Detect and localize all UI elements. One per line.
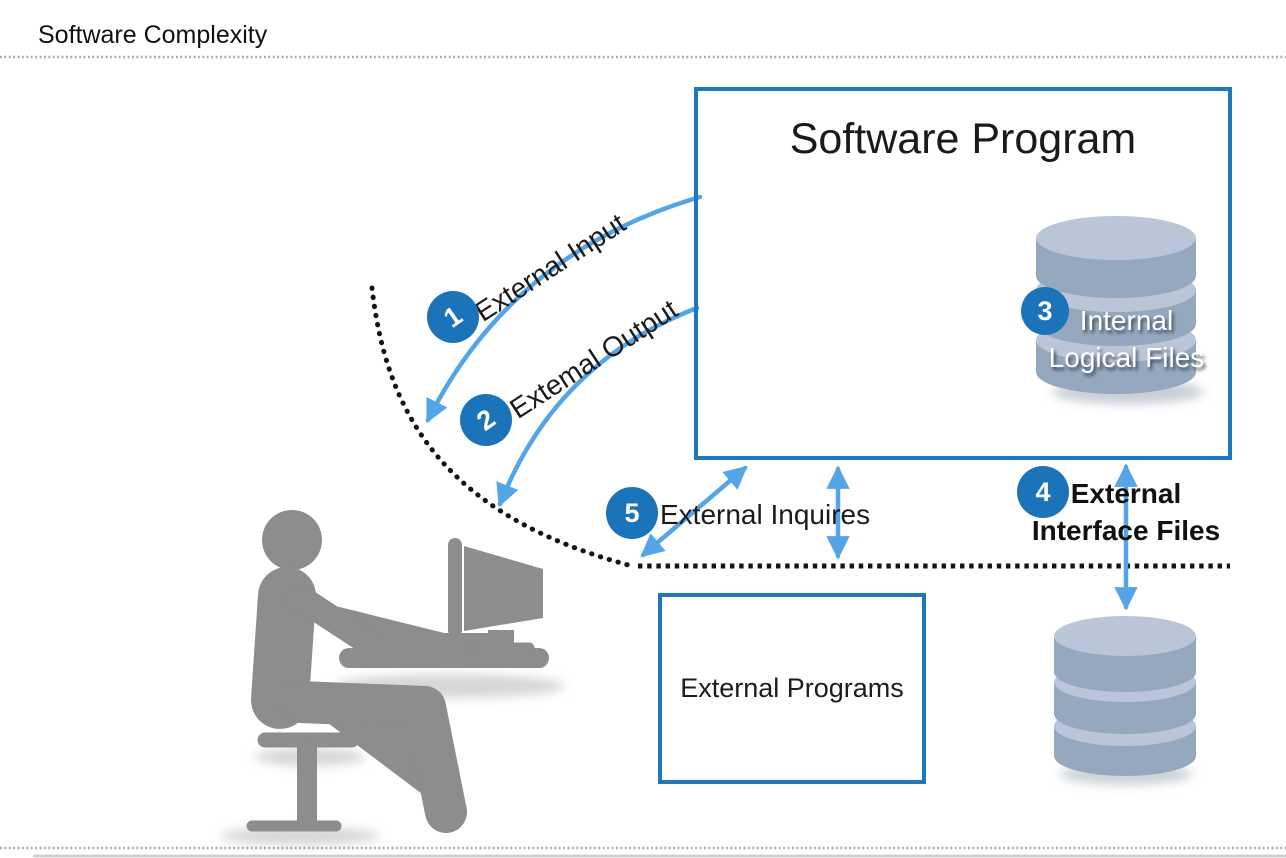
external-programs-label: External Programs bbox=[680, 673, 904, 703]
external-inquires-label: External Inquires bbox=[660, 499, 871, 530]
person-head bbox=[262, 510, 322, 570]
badge-3-number: 3 bbox=[1037, 295, 1053, 326]
external-inquires-arrow bbox=[640, 465, 748, 558]
external-interface-database-icon bbox=[1054, 616, 1196, 776]
ilf-label-line1: Internal bbox=[1079, 305, 1174, 336]
software-program-title: Software Program bbox=[789, 115, 1137, 163]
badge-4-number: 4 bbox=[1035, 476, 1051, 507]
software-program-box: Software Program bbox=[694, 87, 1232, 460]
badge-2-number: 2 bbox=[470, 402, 501, 437]
person-arm bbox=[286, 584, 510, 659]
internal-logical-files-database-icon bbox=[1036, 216, 1196, 394]
person-at-computer-icon bbox=[246, 510, 549, 833]
ilf-label-line2: Logical Files bbox=[1048, 342, 1205, 373]
monitor-body bbox=[464, 546, 543, 631]
badge-1-number: 1 bbox=[437, 299, 468, 334]
internal-logical-files-label: Internal Logical Files bbox=[1034, 302, 1219, 376]
person-torso bbox=[251, 567, 316, 729]
badge-4: 4 bbox=[1017, 466, 1069, 518]
external-input-arrow bbox=[425, 194, 703, 424]
flow-arrows bbox=[425, 194, 1138, 611]
badge-3: 3 bbox=[1021, 287, 1069, 335]
person-leg bbox=[279, 681, 467, 833]
badge-5-number: 5 bbox=[624, 497, 640, 528]
external-output-arrow bbox=[496, 305, 700, 508]
external-programs-box: External Programs bbox=[658, 593, 926, 784]
page-title: Software Complexity bbox=[38, 21, 268, 49]
badge-5: 5 bbox=[606, 487, 658, 539]
